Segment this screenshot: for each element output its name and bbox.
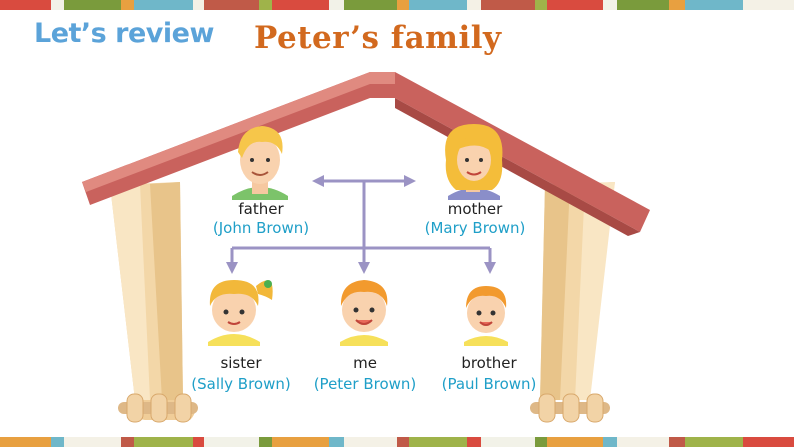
right-fence [530, 393, 610, 423]
stripe-segment [684, 437, 744, 447]
stripe-segment [743, 437, 794, 447]
stripe-segment [204, 0, 259, 10]
family-connectors [226, 175, 496, 274]
stripe-segment [603, 437, 617, 447]
stripe-segment [546, 437, 604, 447]
right-wall [540, 182, 615, 400]
stripe-segment [272, 0, 329, 10]
stripe-segment [50, 0, 65, 10]
stripe-segment [669, 0, 685, 10]
stripe-segment [467, 0, 481, 10]
sister-portrait-icon [208, 280, 273, 346]
stripe-segment [134, 0, 193, 10]
father-portrait-icon [232, 126, 288, 200]
stripe-segment [120, 437, 135, 447]
stripe-segment [684, 0, 744, 10]
stripe-segment [134, 437, 193, 447]
father-role-label: father [238, 200, 284, 218]
sister-role-label: sister [220, 354, 262, 372]
me-portrait-icon [340, 280, 388, 346]
brother-portrait-icon [464, 286, 508, 346]
mother-portrait-icon [445, 124, 503, 200]
stripe-segment [0, 0, 51, 10]
stripe-segment [328, 0, 345, 10]
stripe-segment [408, 437, 468, 447]
lets-review-heading: Let’s review [34, 18, 214, 49]
stripe-segment [546, 0, 604, 10]
stripe-segment [258, 437, 273, 447]
stripe-segment [616, 0, 670, 10]
stripe-segment [669, 437, 685, 447]
stripe-segment [64, 0, 121, 10]
stripe-segment [0, 437, 51, 447]
page-title: Peter’s family [254, 20, 502, 56]
stripe-segment [467, 437, 481, 447]
left-fence [118, 393, 198, 423]
brother-name-label: (Paul Brown) [441, 375, 537, 393]
stripe-segment [328, 437, 345, 447]
stripe-segment [192, 0, 205, 10]
stripe-segment [480, 437, 536, 447]
stripe-segment [743, 0, 794, 10]
stripe-segment [396, 0, 409, 10]
sister-name-label: (Sally Brown) [191, 375, 291, 393]
stripe-segment [535, 0, 547, 10]
me-role-label: me [353, 354, 377, 372]
stripe-segment [408, 0, 468, 10]
stripe-segment [64, 437, 121, 447]
stripe-segment [344, 437, 397, 447]
stripe-segment [258, 0, 273, 10]
stripe-segment [50, 437, 65, 447]
mother-role-label: mother [447, 200, 503, 218]
stripe-segment [480, 0, 536, 10]
stripe-segment [120, 0, 135, 10]
top-border-stripe [0, 0, 794, 10]
stripe-segment [603, 0, 617, 10]
mother-name-label: (Mary Brown) [424, 219, 526, 237]
father-name-label: (John Brown) [212, 219, 310, 237]
stripe-segment [616, 437, 670, 447]
bottom-border-stripe [0, 437, 794, 447]
brother-role-label: brother [461, 354, 517, 372]
me-name-label: (Peter Brown) [313, 375, 417, 393]
stripe-segment [192, 437, 205, 447]
stripe-segment [204, 437, 259, 447]
stripe-segment [344, 0, 397, 10]
stripe-segment [272, 437, 329, 447]
stripe-segment [535, 437, 547, 447]
left-wall [110, 182, 195, 420]
stripe-segment [396, 437, 409, 447]
